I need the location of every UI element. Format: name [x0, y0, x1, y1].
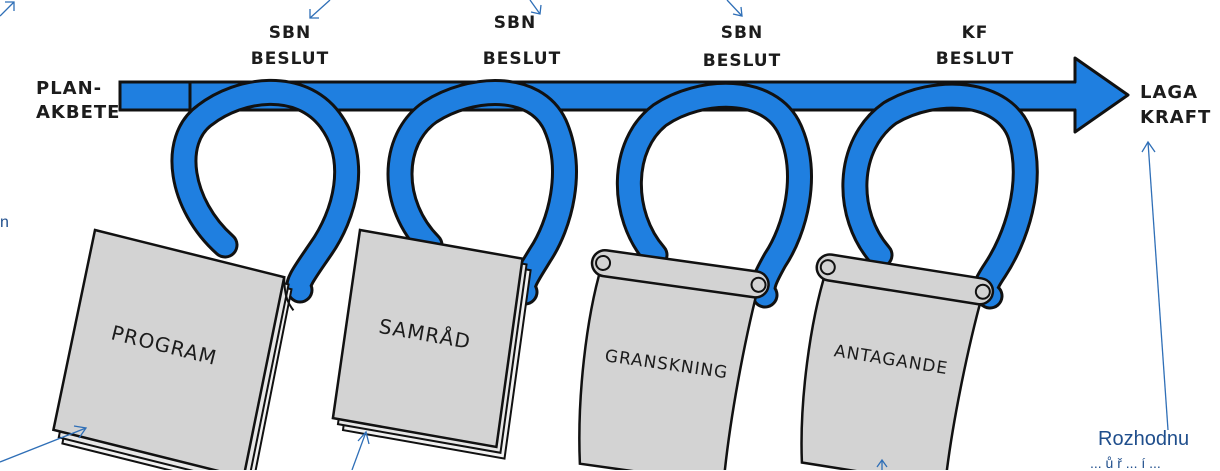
annotation-left-fragment: n [0, 214, 9, 232]
document-antagande: ANTAGANDE [786, 253, 995, 470]
decision-label-1: SBN BESLUT [251, 23, 329, 69]
decision-1-line1: SBN [269, 23, 311, 43]
annotation-right-note-sub: ... ů ř ... í ... [1090, 455, 1161, 471]
decision-3-line1: SBN [721, 23, 763, 43]
end-label-line2: KRAFT [1140, 107, 1211, 128]
decision-4-line1: KF [962, 23, 989, 43]
decision-2-line2: BESLUT [483, 49, 561, 69]
annotation-right-note: Rozhodnu [1098, 428, 1189, 451]
start-label-line2: AKBETE [36, 102, 120, 123]
callout-arrow-end-label [1142, 142, 1168, 430]
callout-arrow-decision-2 [530, 0, 541, 14]
end-label-line1: LAGA [1140, 82, 1198, 103]
decision-label-2: SBN BESLUT [483, 13, 561, 69]
start-label: PLAN- AKBETE [36, 78, 120, 123]
start-label-line1: PLAN- [36, 78, 102, 99]
callout-arrow-decision-3 [727, 0, 742, 16]
decision-1-line2: BESLUT [251, 49, 329, 69]
decision-3-line2: BESLUT [703, 51, 781, 71]
decision-label-4: KF BESLUT [936, 23, 1014, 69]
decision-label-3: SBN BESLUT [703, 23, 781, 71]
callout-arrow-top-left [0, 2, 14, 16]
document-granskning: GRANSKNING [564, 249, 770, 470]
callout-arrow-decision-1 [310, 0, 330, 18]
callout-arrow-samrad [352, 432, 369, 470]
decision-4-line2: BESLUT [936, 49, 1014, 69]
document-samrad: SAMRÅD [325, 230, 539, 459]
end-label: LAGA KRAFT [1140, 82, 1211, 128]
decision-2-line1: SBN [494, 13, 536, 33]
